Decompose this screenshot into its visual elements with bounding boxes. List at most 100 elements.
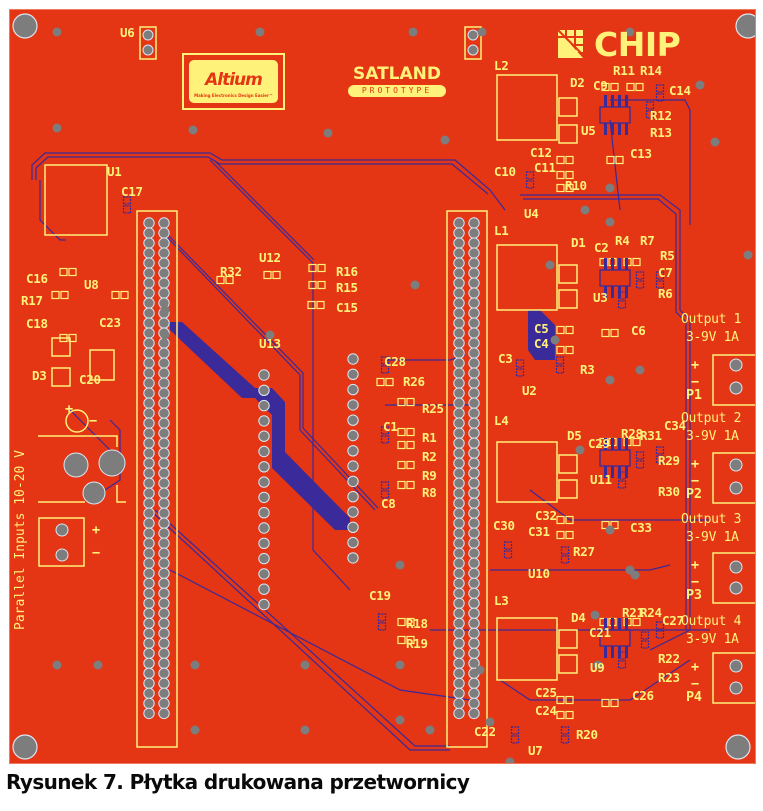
trace bbox=[169, 569, 471, 701]
via bbox=[323, 128, 333, 138]
header-pin-pad bbox=[453, 377, 465, 389]
designator-c8: C8 bbox=[381, 496, 396, 511]
smd-pad bbox=[606, 155, 615, 165]
header-pin-pad bbox=[453, 217, 465, 229]
designator-r28: R28 bbox=[621, 426, 643, 441]
header-pin-pad bbox=[468, 247, 480, 259]
header-pin-pad bbox=[158, 637, 170, 650]
header-pin-pad bbox=[158, 517, 170, 529]
header-pin-pad bbox=[158, 407, 170, 419]
output-2-minus-sign: − bbox=[691, 473, 699, 489]
header-pin-pad bbox=[158, 477, 170, 489]
trace bbox=[523, 198, 687, 630]
header-pin-pad bbox=[158, 387, 170, 399]
header-pin-pad bbox=[453, 427, 465, 439]
designator-r2: R2 bbox=[422, 449, 437, 464]
trace bbox=[610, 99, 691, 225]
smd-pad bbox=[565, 183, 574, 193]
d3-outline bbox=[51, 367, 71, 387]
designator-r21: R21 bbox=[622, 605, 644, 620]
ic-pin bbox=[611, 286, 614, 298]
header-pin-pad bbox=[143, 357, 155, 369]
l2-outline bbox=[496, 74, 558, 141]
mounting-hole bbox=[12, 734, 38, 760]
designator-c17: C17 bbox=[121, 184, 143, 199]
header-pin-pad bbox=[468, 507, 480, 519]
designator-u3: U3 bbox=[593, 290, 608, 305]
header-pin-pad bbox=[143, 367, 155, 379]
dc-jack-pad bbox=[82, 481, 106, 505]
output-3-minus-sign: − bbox=[691, 574, 699, 590]
smd-pad bbox=[645, 101, 655, 110]
silkscreen-outlines bbox=[38, 26, 755, 704]
header-pin-pad bbox=[158, 707, 170, 720]
header-pin-pad bbox=[468, 457, 480, 469]
via bbox=[477, 27, 487, 37]
designator-c13: C13 bbox=[630, 146, 652, 161]
via bbox=[605, 525, 615, 535]
ic-pin bbox=[618, 286, 621, 298]
header-pin-pad bbox=[158, 317, 170, 329]
ic-pin bbox=[611, 258, 614, 270]
via bbox=[395, 660, 405, 670]
ic-pin bbox=[611, 618, 614, 630]
d5-outline bbox=[558, 454, 578, 474]
smd-pad bbox=[632, 257, 641, 267]
through-hole-pad bbox=[258, 461, 270, 473]
ic-pin bbox=[625, 95, 628, 107]
header-pin-pad bbox=[468, 517, 480, 529]
smd-pad bbox=[263, 270, 272, 280]
header-pin-pad bbox=[158, 647, 170, 660]
header-pin-pad bbox=[158, 607, 170, 619]
smd-pad bbox=[510, 726, 520, 735]
header-pin-pad bbox=[453, 257, 465, 269]
header-pin-pad bbox=[453, 567, 465, 579]
via bbox=[300, 725, 310, 735]
designator-l1: L1 bbox=[494, 223, 509, 238]
via bbox=[605, 183, 615, 193]
copper-traces bbox=[31, 99, 710, 751]
d1-outline bbox=[558, 264, 578, 284]
designator-r6: R6 bbox=[658, 286, 673, 301]
header-pin-pad bbox=[158, 577, 170, 589]
output-1-minus-sign: − bbox=[691, 374, 699, 390]
header-pin-pad bbox=[143, 707, 155, 720]
figure-caption: Rysunek 7. Płytka drukowana przetwornicy bbox=[6, 770, 470, 794]
smd-pad bbox=[316, 300, 325, 310]
ic-body bbox=[599, 269, 631, 287]
header-pin-pad bbox=[453, 387, 465, 399]
header-pin-pad bbox=[143, 567, 155, 579]
header-pin-pad bbox=[143, 477, 155, 489]
smd-pad bbox=[397, 480, 406, 490]
ic-pin bbox=[611, 466, 614, 478]
via bbox=[550, 335, 560, 345]
designator-u10: U10 bbox=[528, 566, 550, 581]
designator-d3: D3 bbox=[32, 368, 47, 383]
designator-c9: C9 bbox=[593, 78, 608, 93]
connector-pad bbox=[729, 358, 743, 372]
designator-r31: R31 bbox=[640, 428, 662, 443]
smd-pad bbox=[655, 84, 665, 93]
header-pin-pad bbox=[143, 627, 155, 640]
header-pin-pad bbox=[143, 507, 155, 519]
through-hole-pad bbox=[347, 552, 359, 564]
header-pin-pad bbox=[158, 227, 170, 239]
header-pin-pad bbox=[143, 547, 155, 559]
through-hole-pad bbox=[258, 522, 270, 534]
via bbox=[160, 305, 170, 315]
header-pin-pad bbox=[158, 677, 170, 690]
d4-outline bbox=[558, 629, 578, 649]
designator-r12: R12 bbox=[650, 108, 672, 123]
header-pin-pad bbox=[453, 267, 465, 279]
designator-r17: R17 bbox=[21, 293, 43, 308]
designator-l3: L3 bbox=[494, 593, 509, 608]
header-pin-pad bbox=[468, 357, 480, 369]
header-pin-pad bbox=[143, 487, 155, 499]
smd-pad bbox=[225, 275, 234, 285]
header-pin-pad bbox=[453, 327, 465, 339]
smd-pad bbox=[380, 435, 390, 444]
ic-body bbox=[599, 106, 631, 124]
header-pin-pad bbox=[453, 367, 465, 379]
through-hole-pad bbox=[347, 536, 359, 549]
header-pin-pad bbox=[453, 397, 465, 409]
